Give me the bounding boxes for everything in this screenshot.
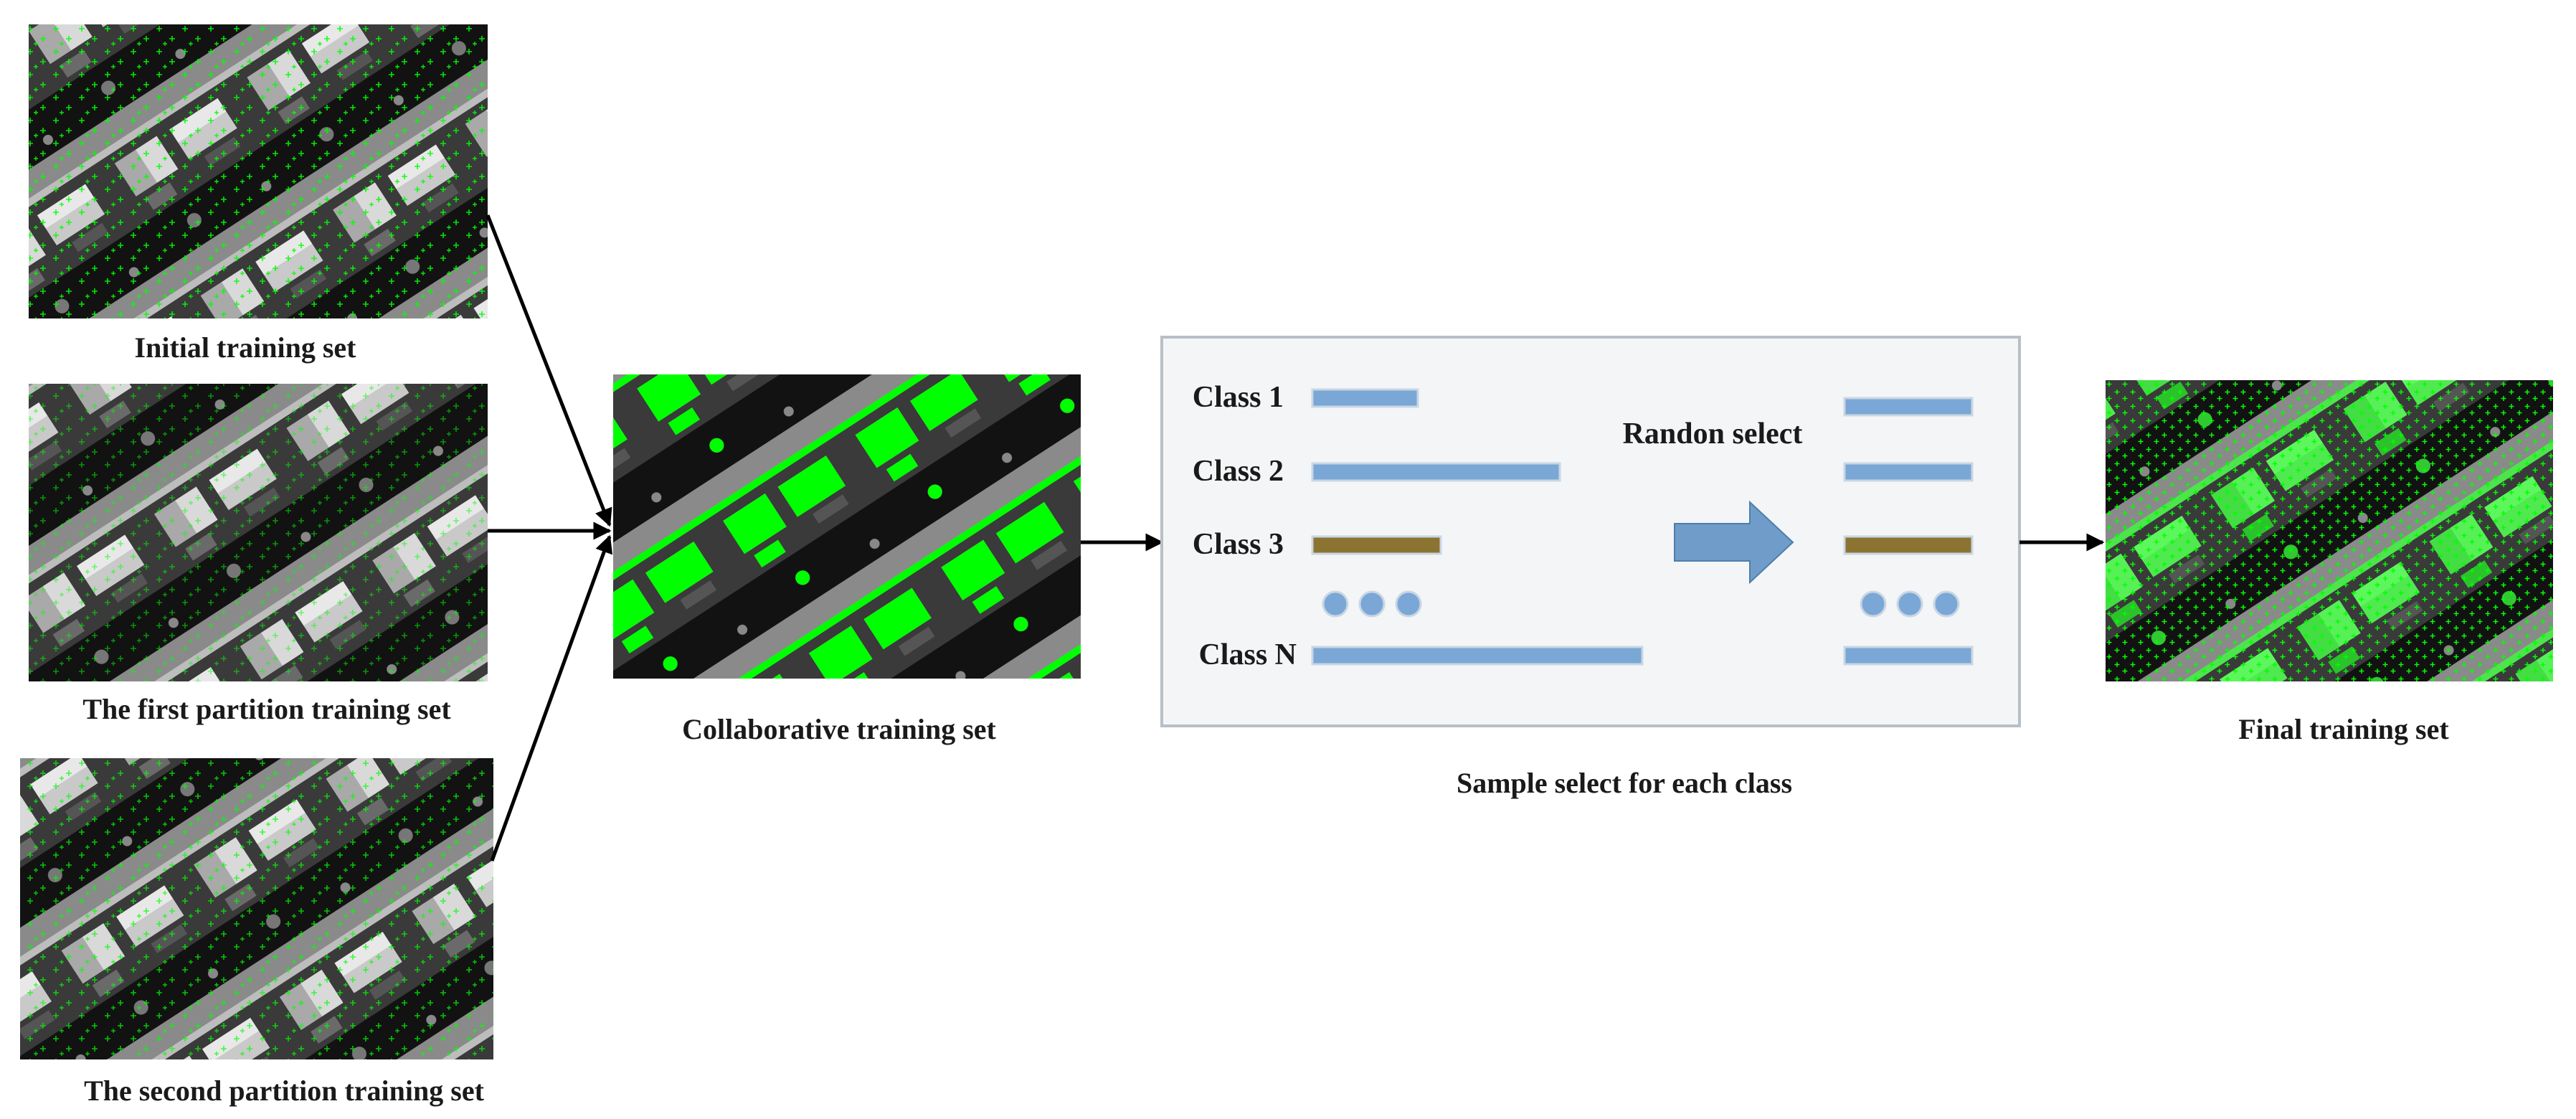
final-training-image — [2106, 380, 2553, 681]
second-partition-image — [20, 758, 493, 1059]
class-bar — [1311, 646, 1644, 666]
sample-select-caption: Sample select for each class — [1457, 767, 1792, 799]
final-training-caption: Final training set — [2238, 713, 2449, 745]
selected-class-bar — [1843, 646, 1974, 666]
class-label: Class 2 — [1193, 455, 1284, 488]
ellipsis-dot — [1322, 590, 1349, 618]
selected-class-bar — [1843, 535, 1974, 555]
class-rows: Class 1 Class 2 Class 3 Class N — [1193, 381, 1974, 671]
class-bar — [1311, 462, 1561, 482]
random-select-arrow-icon — [1674, 500, 1794, 585]
ellipsis-dot — [1860, 590, 1887, 618]
selected-class-bar — [1843, 397, 1974, 417]
ellipsis-dot — [1358, 590, 1386, 618]
first-partition-caption: The first partition training set — [82, 693, 451, 725]
class-label: Class N — [1198, 638, 1297, 671]
ellipsis-dot — [1395, 590, 1422, 618]
random-select-label: Randon select — [1623, 417, 1803, 450]
ellipsis-dots-left — [1322, 590, 1422, 618]
collaborative-training-image — [613, 374, 1081, 679]
selected-class-bar — [1843, 462, 1974, 482]
arrow-initial-to-collaborative — [486, 214, 612, 527]
ellipsis-dot — [1896, 590, 1923, 618]
class-label: Class 1 — [1193, 381, 1284, 414]
first-partition-image — [29, 384, 488, 681]
class-label: Class 3 — [1193, 528, 1284, 561]
class-bar — [1311, 388, 1419, 408]
collaborative-caption: Collaborative training set — [682, 713, 996, 745]
initial-training-image — [29, 24, 488, 318]
ellipsis-dots-right — [1860, 590, 1960, 618]
arrow-second-to-collaborative — [490, 534, 613, 861]
ellipsis-dot — [1933, 590, 1960, 618]
class-bar — [1311, 535, 1442, 555]
initial-training-caption: Initial training set — [135, 331, 357, 364]
second-partition-caption: The second partition training set — [84, 1075, 484, 1107]
